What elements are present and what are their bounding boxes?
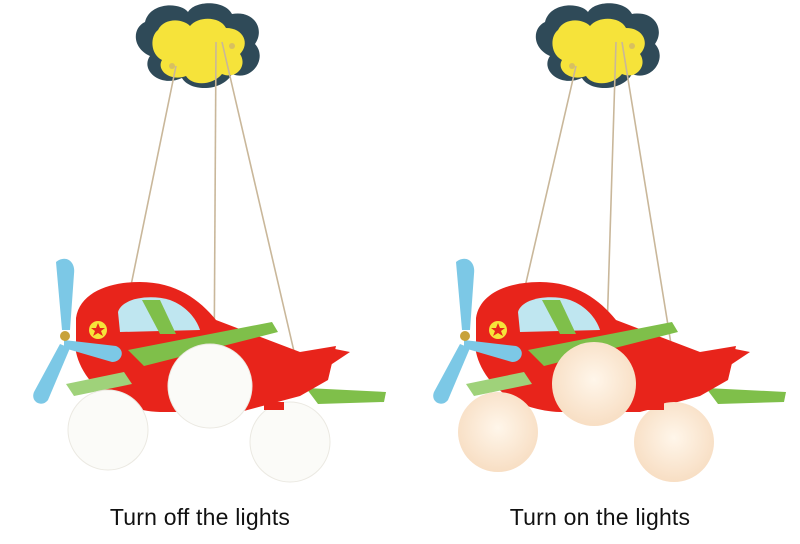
star-emblem-icon <box>489 321 507 339</box>
airplane-lamp-off-image <box>33 3 386 483</box>
panel-lights-off: Turn off the lights <box>33 3 386 530</box>
propeller-icon <box>33 258 122 404</box>
panel-lights-on: Turn on the lights <box>400 0 800 544</box>
propeller-icon <box>433 258 522 404</box>
airplane-lamp-on-image <box>433 3 786 482</box>
cloud-canopy-icon <box>535 3 660 89</box>
caption-lights-on: Turn on the lights <box>509 504 691 530</box>
glass-globe-icon <box>67 343 331 483</box>
star-emblem-icon <box>89 321 107 339</box>
cloud-canopy-icon <box>135 3 260 89</box>
glass-globe-icon <box>458 342 714 482</box>
suspension-cables <box>521 41 673 365</box>
caption-lights-off: Turn off the lights <box>109 504 291 530</box>
